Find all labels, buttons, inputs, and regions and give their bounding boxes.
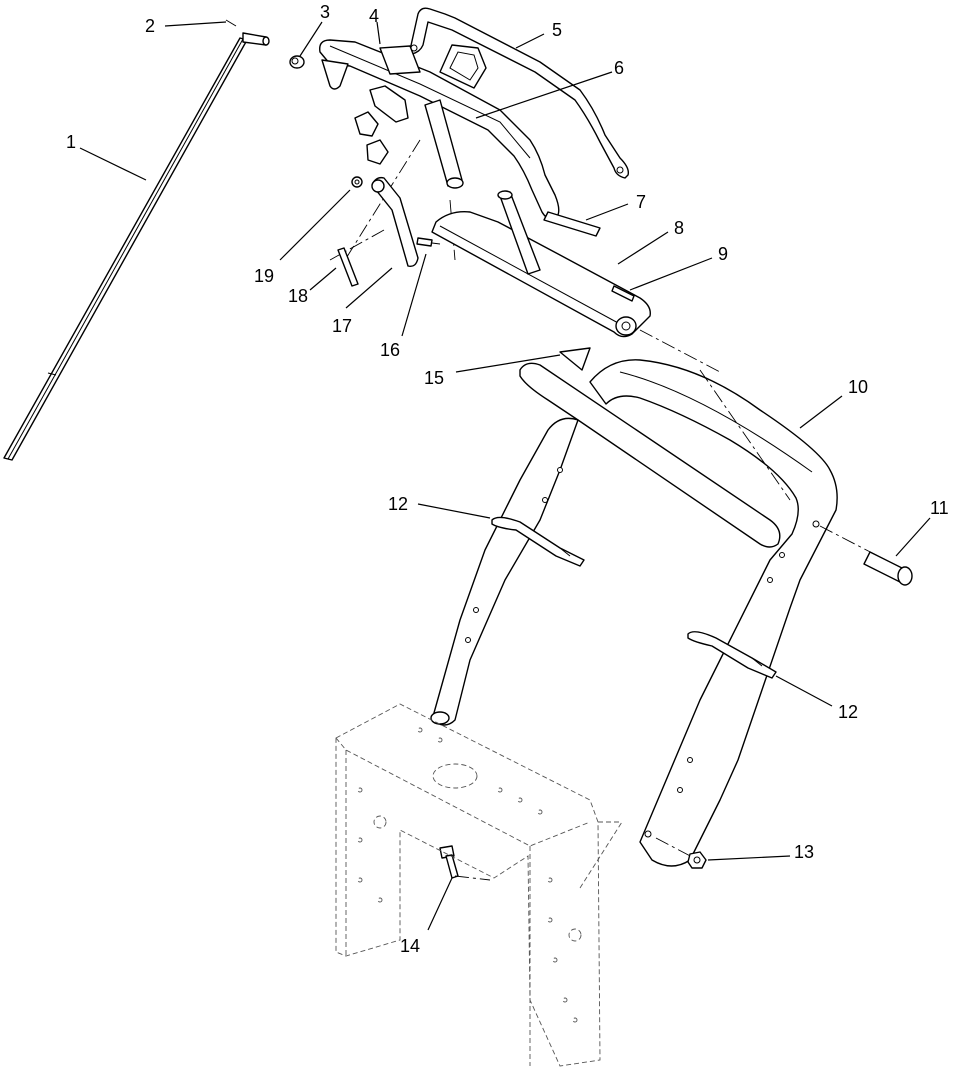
part-lever [329,176,419,268]
part-rod [3,37,248,461]
callout-3: 3 [320,2,330,22]
mounting-bracket [335,703,623,1067]
part-plate [337,247,359,287]
callout-5: 5 [552,20,562,40]
part-nut [351,176,363,188]
callout-7: 7 [636,192,646,212]
part-cable-tie-upper [491,516,585,567]
callout-4: 4 [369,6,379,26]
callout-16: 16 [380,340,400,360]
part-clip [611,285,635,302]
callout-13: 13 [794,842,814,862]
callout-labels: 1 2 3 4 5 6 7 8 9 10 11 12 12 13 14 15 1… [66,2,949,956]
part-hex-nut [687,851,707,869]
part-small-bolt [416,237,441,247]
callout-2: 2 [145,16,155,36]
callout-15: 15 [424,368,444,388]
callout-17: 17 [332,316,352,336]
callout-19: 19 [254,266,274,286]
callout-8: 8 [674,218,684,238]
callout-11: 11 [930,498,949,518]
part-strip [543,211,601,237]
callout-9: 9 [718,244,728,264]
callout-1: 1 [66,132,76,152]
part-cross-bar [431,190,721,373]
callout-12-lower: 12 [838,702,858,722]
part-bolt [439,845,491,881]
callout-12-upper: 12 [388,494,408,514]
part-pin-large [863,551,913,586]
part-bail-handle [409,7,630,179]
callout-14: 14 [400,936,420,956]
part-knob [289,55,305,69]
leader-lines [79,21,931,931]
callout-18: 18 [288,286,308,306]
callout-6: 6 [614,58,624,78]
part-tag [559,347,591,371]
part-pin [225,19,270,46]
callout-10: 10 [848,377,868,397]
part-cable-tie-lower [687,631,777,679]
part-main-handle [430,359,879,867]
